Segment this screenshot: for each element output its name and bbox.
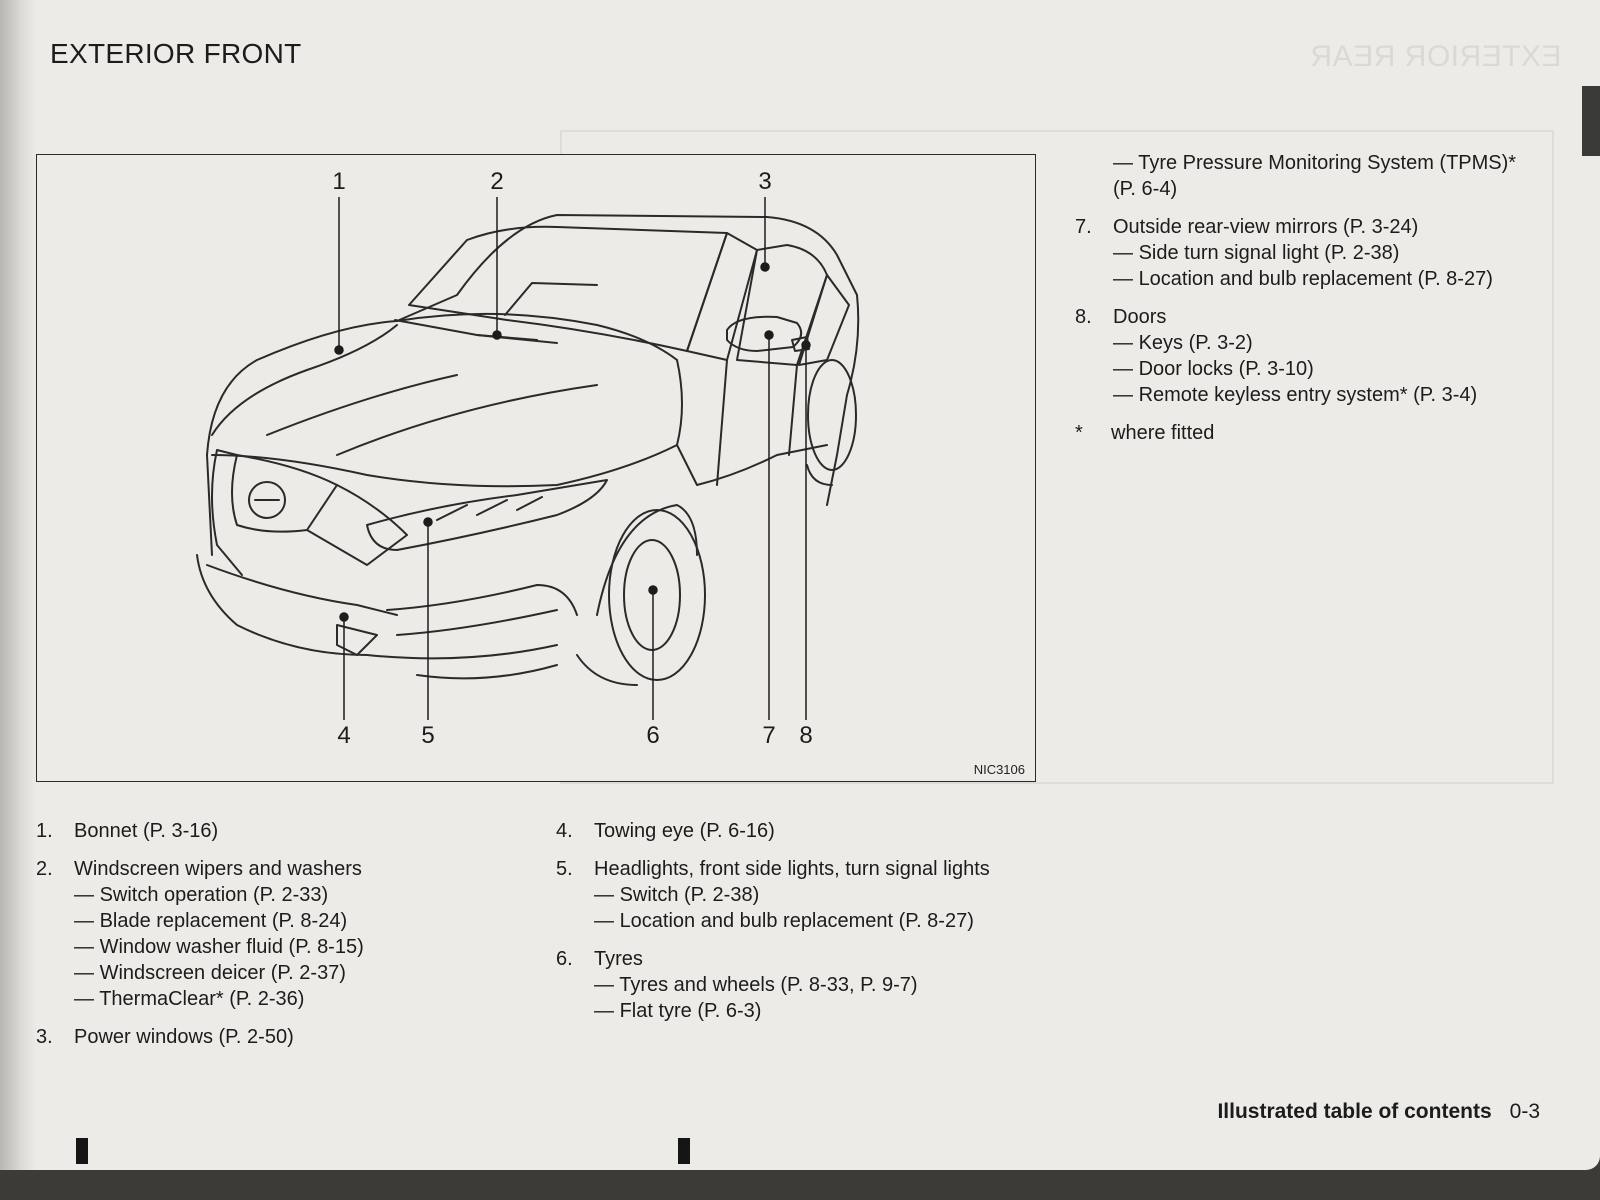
sub-item: Keys (P. 3-2) xyxy=(1075,330,1575,356)
car-line-drawing: 1 2 3 4 5 6 7 8 xyxy=(196,168,860,749)
sub-item: Location and bulb replacement (P. 8-27) xyxy=(1075,266,1575,292)
footnote: * where fitted xyxy=(1075,420,1575,446)
item-label: Bonnet (P. 3-16) xyxy=(74,820,219,842)
sub-item: Tyres and wheels (P. 8-33, P. 9-7) xyxy=(556,972,1056,998)
footer-section-title: Illustrated table of contents xyxy=(1217,1100,1492,1123)
sub-item: Switch operation (P. 2-33) xyxy=(36,882,506,908)
continued-item: Tyre Pressure Monitoring System (TPMS)* … xyxy=(1075,150,1575,202)
sub-item: Windscreen deicer (P. 2-37) xyxy=(36,960,506,986)
callout-3: 3 xyxy=(758,168,771,195)
sub-item: Door locks (P. 3-10) xyxy=(1075,356,1575,382)
sub-item: Tyre Pressure Monitoring System (TPMS)* xyxy=(1075,150,1575,176)
item-number: 4. xyxy=(556,820,573,842)
item-number: 8. xyxy=(1075,306,1092,328)
callout-2: 2 xyxy=(490,168,503,195)
item-label: Towing eye (P. 6-16) xyxy=(594,820,775,842)
legend-item-1: 1. Bonnet (P. 3-16) xyxy=(36,818,506,844)
sub-item: Switch (P. 2-38) xyxy=(556,882,1056,908)
footnote-text: where fitted xyxy=(1111,422,1215,444)
legend-column-1: 1. Bonnet (P. 3-16) 2. Windscreen wipers a… xyxy=(36,818,506,1062)
show-through-title: EXTERIOR REAR xyxy=(1310,40,1562,73)
page-title: EXTERIOR FRONT xyxy=(50,38,302,69)
legend-item-4: 4. Towing eye (P. 6-16) xyxy=(556,818,1056,844)
item-label: Power windows (P. 2-50) xyxy=(74,1026,294,1048)
print-mark xyxy=(678,1138,690,1164)
item-number: 7. xyxy=(1075,216,1092,238)
legend-item-7: 7. Outside rear-view mirrors (P. 3-24) Si… xyxy=(1075,214,1575,292)
item-number: 2. xyxy=(36,858,53,880)
legend-item-2: 2. Windscreen wipers and washers Switch o… xyxy=(36,856,506,1012)
legend-item-6: 6. Tyres Tyres and wheels (P. 8-33, P. 9-… xyxy=(556,946,1056,1024)
callout-4: 4 xyxy=(337,722,350,749)
item-label: Tyres xyxy=(594,948,643,970)
section-thumb-tab xyxy=(1582,86,1600,156)
legend-item-8: 8. Doors Keys (P. 3-2) Door locks (P. 3-1… xyxy=(1075,304,1575,408)
sub-item-ref: (P. 6-4) xyxy=(1113,178,1178,200)
callout-1: 1 xyxy=(332,168,345,195)
sub-item: Side turn signal light (P. 2-38) xyxy=(1075,240,1575,266)
book-spine-shadow xyxy=(0,0,36,1170)
legend-column-3: Tyre Pressure Monitoring System (TPMS)* … xyxy=(1075,150,1575,446)
item-number: 5. xyxy=(556,858,573,880)
callout-7: 7 xyxy=(762,722,775,749)
item-label: Headlights, front side lights, turn sign… xyxy=(594,858,990,880)
sub-item: Blade replacement (P. 8-24) xyxy=(36,908,506,934)
footnote-symbol: * xyxy=(1075,422,1083,444)
sub-item: Window washer fluid (P. 8-15) xyxy=(36,934,506,960)
item-number: 6. xyxy=(556,948,573,970)
sub-item: Flat tyre (P. 6-3) xyxy=(556,998,1056,1024)
sub-item: Remote keyless entry system* (P. 3-4) xyxy=(1075,382,1575,408)
sub-item: Location and bulb replacement (P. 8-27) xyxy=(556,908,1056,934)
callout-6: 6 xyxy=(646,722,659,749)
legend-column-2: 4. Towing eye (P. 6-16) 5. Headlights, fro… xyxy=(556,818,1056,1036)
legend-item-3: 3. Power windows (P. 2-50) xyxy=(36,1024,506,1050)
car-front-illustration: 1 2 3 4 5 6 7 8 NIC3106 xyxy=(36,154,1036,782)
callout-8: 8 xyxy=(799,722,812,749)
manual-page: EXTERIOR REAR EXTERIOR FRONT xyxy=(0,0,1600,1170)
item-label: Windscreen wipers and washers xyxy=(74,858,362,880)
item-label: Doors xyxy=(1113,306,1167,328)
item-label: Outside rear-view mirrors (P. 3-24) xyxy=(1113,216,1419,238)
sub-item: ThermaClear* (P. 2-36) xyxy=(36,986,506,1012)
figure-code: NIC3106 xyxy=(973,762,1025,777)
item-number: 3. xyxy=(36,1026,53,1048)
page-footer: Illustrated table of contents 0-3 xyxy=(1217,1100,1540,1124)
legend-item-5: 5. Headlights, front side lights, turn si… xyxy=(556,856,1056,934)
item-number: 1. xyxy=(36,820,53,842)
page-number: 0-3 xyxy=(1509,1100,1540,1123)
print-mark xyxy=(76,1138,88,1164)
callout-5: 5 xyxy=(421,722,434,749)
